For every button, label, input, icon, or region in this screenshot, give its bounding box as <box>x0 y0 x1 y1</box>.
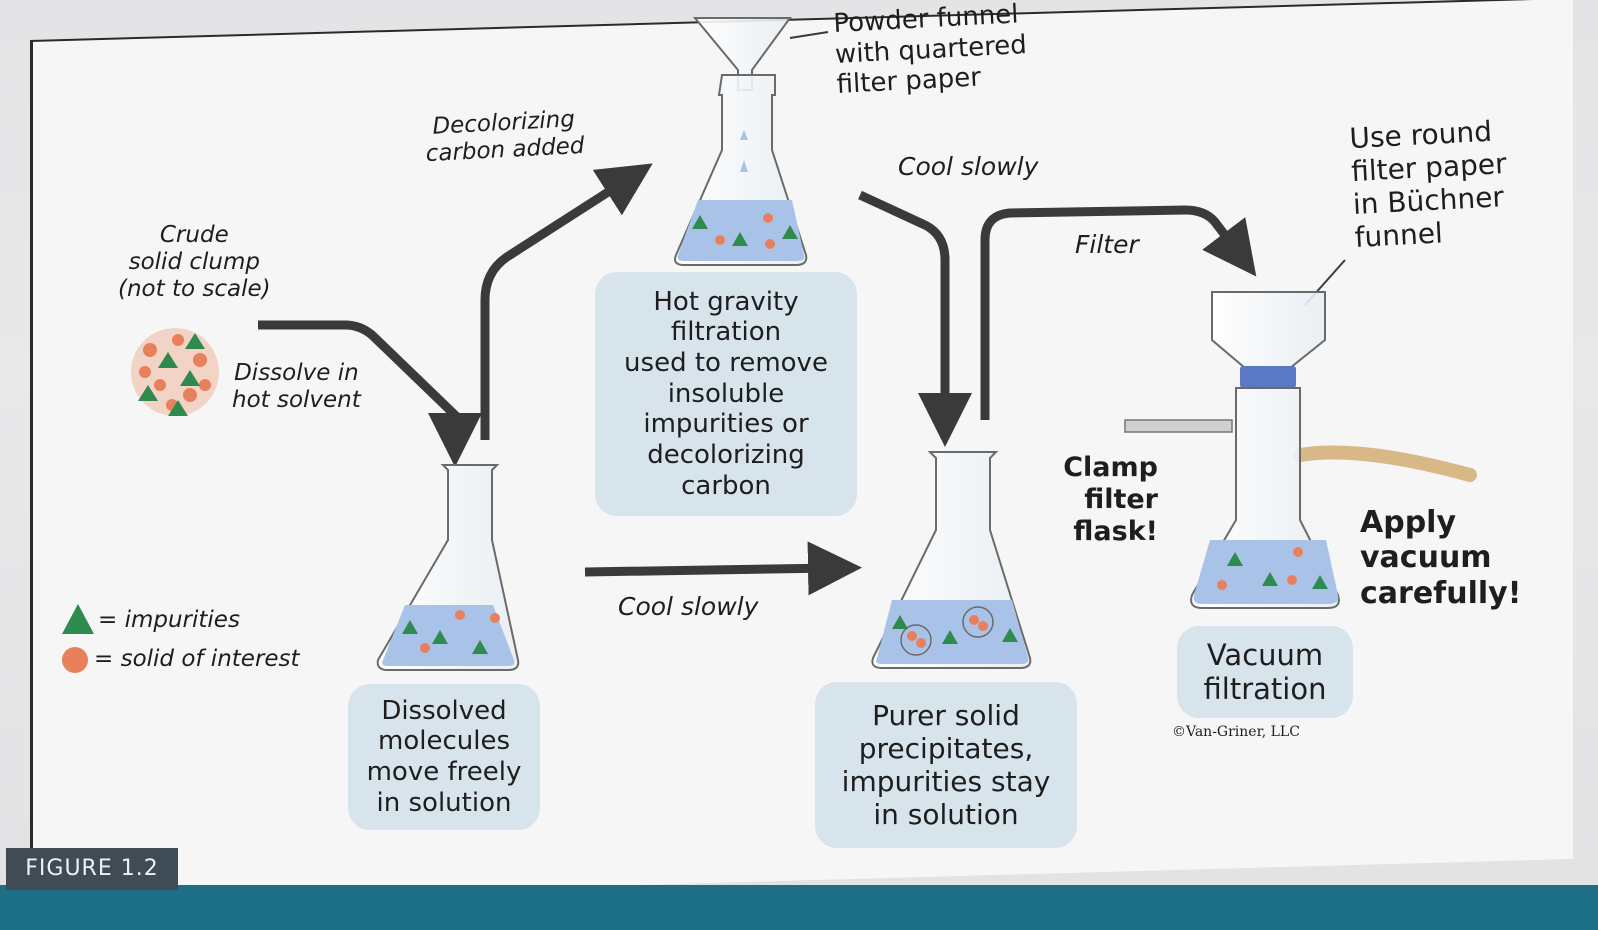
label-apply: Apply vacuum carefully! <box>1360 505 1522 611</box>
box-hot-gravity: Hot gravity filtration used to remove in… <box>595 272 857 516</box>
box-hot-gravity-line: filtration <box>670 317 782 348</box>
label-decolorizing: Decolorizing carbon added <box>425 106 586 168</box>
bottom-bar <box>0 885 1598 930</box>
label-clamp: Clamp filter flask! <box>1063 452 1158 547</box>
box-hot-gravity-line: decolorizing <box>647 440 805 470</box>
pointer-powder-funnel <box>789 31 829 39</box>
label-cool-slowly-bottom: Cool slowly <box>618 592 759 621</box>
arrow-cool-slowly-bottom <box>584 541 862 596</box>
box-hot-gravity-line: carbon <box>681 470 771 501</box>
box-purer-line: Purer solid <box>872 698 1020 732</box>
legend-impurity-icon <box>62 604 94 634</box>
legend-solid-text: = solid of interest <box>94 646 300 672</box>
flask-purer-solid <box>871 451 1032 669</box>
crude-solid-clump <box>131 328 219 416</box>
flask-vacuum <box>1124 291 1477 609</box>
box-dissolved-line: in solution <box>376 787 512 818</box>
box-vacuum-line: filtration <box>1203 672 1327 706</box>
box-purer-line: precipitates, <box>858 731 1034 765</box>
box-vacuum: Vacuum filtration <box>1177 626 1353 718</box>
box-vacuum-line: Vacuum <box>1206 637 1324 672</box>
label-cool-slowly-top: Cool slowly <box>898 152 1039 181</box>
figure-label: FIGURE 1.2 <box>6 848 178 890</box>
flask-hot-gravity <box>674 17 808 266</box>
box-purer-line: impurities stay <box>841 765 1051 798</box>
box-dissolved: Dissolved molecules move freely in solut… <box>348 684 540 830</box>
legend-solid-icon <box>62 647 88 673</box>
box-purer-line: in solution <box>873 798 1019 832</box>
box-dissolved-line: move freely <box>366 757 522 787</box>
arrow-to-decolorizing <box>480 163 653 440</box>
flask-dissolved <box>376 464 520 671</box>
box-purer-solid: Purer solid precipitates, impurities sta… <box>815 682 1077 848</box>
label-use-round: Use round filter paper in Büchner funnel <box>1348 114 1508 255</box>
legend-impurities-text: = impurities <box>98 607 240 633</box>
arrow-filter <box>980 205 1257 420</box>
label-copyright: ©Van-Griner, LLC <box>1172 724 1300 740</box>
box-dissolved-line: molecules <box>378 726 510 757</box>
box-hot-gravity-line: used to remove <box>624 347 828 378</box>
box-hot-gravity-line: impurities or <box>643 409 809 440</box>
label-powder-funnel: Powder funnel with quartered filter pape… <box>832 0 1028 101</box>
box-hot-gravity-line: Hot gravity <box>653 286 799 317</box>
label-dissolve: Dissolve in hot solvent <box>232 360 361 414</box>
box-hot-gravity-line: insoluble <box>667 378 785 409</box>
label-filter: Filter <box>1075 230 1139 259</box>
label-crude: Crude solid clump (not to scale) <box>118 222 271 303</box>
arrow-crude-to-dissolve <box>258 320 482 467</box>
arrow-cool-slowly-top <box>858 190 972 447</box>
box-dissolved-line: Dissolved <box>381 695 507 726</box>
